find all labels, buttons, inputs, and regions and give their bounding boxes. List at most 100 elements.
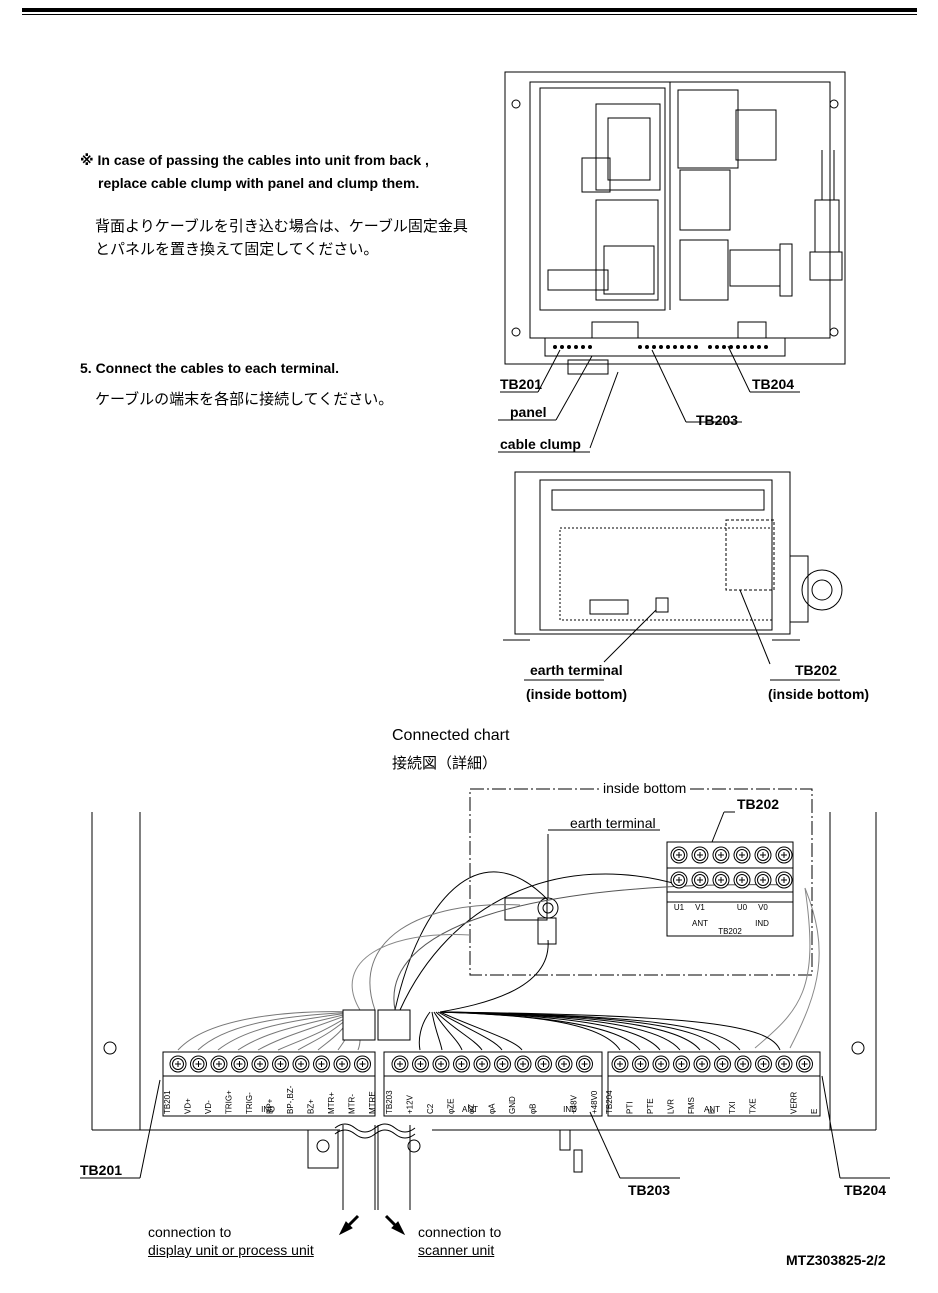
cable-arrows xyxy=(338,1214,406,1236)
tb203-term-label: +12V xyxy=(406,1094,415,1114)
tb203-screw-ring xyxy=(476,1058,488,1070)
tb204-screw-ring xyxy=(634,1058,647,1070)
tb202-screw-bottom-ring xyxy=(736,874,748,886)
tb201-screw-ring xyxy=(254,1058,266,1070)
tb202-term-label: V0 xyxy=(758,903,768,912)
tb201-term-label: BP+ xyxy=(266,1098,275,1114)
tb203-screw-ring xyxy=(578,1058,591,1070)
unit-top-view xyxy=(504,71,846,375)
tb201-screw-ring xyxy=(192,1058,205,1070)
tb202-screw-bottom-ring xyxy=(673,874,685,886)
tb204-screw-ring xyxy=(696,1058,708,1070)
tb203-group-ant: ANT xyxy=(462,1105,478,1114)
label-tb202-chart: TB202 xyxy=(737,796,780,812)
tb202-screw-top-ring xyxy=(736,849,748,861)
label-tb203-top: TB203 xyxy=(696,412,739,428)
tb204-block xyxy=(607,1051,821,1117)
tb204-screw-ring xyxy=(655,1058,667,1070)
tb202-screw-top-ring xyxy=(673,849,685,861)
tb202-screw-bottom-ring xyxy=(694,874,706,886)
tb201-screw-ring xyxy=(315,1058,328,1070)
tb202-screw-bottom-ring xyxy=(757,874,769,886)
tb201-block xyxy=(162,1051,376,1117)
tb203-term-label: +48V0 xyxy=(590,1090,599,1114)
tb202-group-ind: IND xyxy=(755,919,769,928)
label-inside-bottom: inside bottom xyxy=(600,780,690,796)
tb204-term-label: LVR xyxy=(667,1099,676,1114)
tb203-screw-ring xyxy=(455,1058,468,1070)
tb203-screw-ring xyxy=(394,1058,406,1070)
tb204-screw-ring xyxy=(737,1058,749,1070)
tb202-screw-top-ring xyxy=(757,849,769,861)
note-en-line2: replace cable clump with panel and clump… xyxy=(98,175,420,191)
label-tb202-bottom: TB202 xyxy=(795,662,838,678)
tb204-term-label: PTE xyxy=(646,1098,655,1114)
tb204-term-label: FMS xyxy=(687,1097,696,1114)
header-rule-thin xyxy=(22,14,917,15)
label-conn-display-1: connection to xyxy=(148,1224,232,1240)
label-conn-scanner-1: connection to xyxy=(418,1224,502,1240)
tb201-term-label: MTR+ xyxy=(327,1092,336,1114)
tb202-screw-bottom-ring xyxy=(778,874,790,886)
tb202-group-ant: ANT xyxy=(692,919,708,928)
label-conn-scanner-2: scanner unit xyxy=(418,1242,495,1258)
label-tb204-chart: TB204 xyxy=(844,1182,887,1198)
label-panel: panel xyxy=(510,404,547,420)
label-earth-inside-bottom: (inside bottom) xyxy=(526,686,628,702)
tb201-screw-ring xyxy=(213,1058,225,1070)
label-tb204-top: TB204 xyxy=(752,376,795,392)
tb202-term-label: U0 xyxy=(737,903,748,912)
tb204-term-label: E xyxy=(810,1109,819,1114)
tb203-screw-ring xyxy=(537,1058,550,1070)
tb203-term-label: φB xyxy=(529,1103,538,1114)
label-tb202-inside-bottom: (inside bottom) xyxy=(768,686,870,702)
unit-bottom-view xyxy=(503,471,843,681)
earth-lug xyxy=(504,834,559,945)
tb203-term-label: C2 xyxy=(426,1103,435,1114)
tb202-screw-top-ring xyxy=(694,849,706,861)
chart-title-jp: 接続図（詳細） xyxy=(392,754,498,772)
tb201-term-label: TRIG- xyxy=(245,1092,254,1114)
chart-leaders xyxy=(80,811,890,1179)
tb203-term-label: TB203 xyxy=(385,1090,394,1114)
tb201-screw-ring xyxy=(233,1058,246,1070)
tb201-screw-ring xyxy=(295,1058,307,1070)
header-rule xyxy=(22,8,917,12)
tb202-group-name: TB202 xyxy=(718,927,742,936)
tb201-term-label: VD+ xyxy=(184,1098,193,1114)
top-leaders xyxy=(498,345,800,453)
tb201-screw-ring xyxy=(172,1058,184,1070)
tb201-group-label: IND xyxy=(261,1105,275,1114)
top-terminal-row xyxy=(553,345,768,349)
chart-title-en: Connected chart xyxy=(392,727,510,744)
tb204-screw-ring xyxy=(778,1058,790,1070)
doc-number: MTZ303825-2/2 xyxy=(786,1252,886,1268)
tb201-term-label: VD- xyxy=(204,1100,213,1114)
tb201-screw-ring xyxy=(274,1058,287,1070)
tb203-term-label: φA xyxy=(488,1103,497,1114)
label-cable-clump: cable clump xyxy=(500,436,581,452)
note-jp-line1: 背面よりケーブルを引き込む場合は、ケーブル固定金具 xyxy=(95,217,468,235)
tb202-screw-bottom-ring xyxy=(715,874,727,886)
tb204-term-label: VERR xyxy=(790,1092,799,1114)
tb203-term-label: GND xyxy=(508,1096,517,1114)
tb204-term-label: E xyxy=(708,1109,717,1114)
note-en-line1: ※ In case of passing the cables into uni… xyxy=(80,152,429,168)
label-conn-display-2: display unit or process unit xyxy=(148,1242,314,1258)
tb203-screw-ring xyxy=(496,1058,509,1070)
tb203-screw-ring xyxy=(517,1058,529,1070)
tb202-screw-top-ring xyxy=(715,849,727,861)
tb202-block xyxy=(666,841,794,937)
tb201-term-label: TRIG+ xyxy=(225,1090,234,1114)
tb201-term-label: BZ+ xyxy=(307,1099,316,1114)
tb203-screw-ring xyxy=(414,1058,427,1070)
tb204-screw-ring xyxy=(675,1058,688,1070)
tb203-term-label: φZE xyxy=(447,1099,456,1114)
step5-en: 5. Connect the cables to each terminal. xyxy=(80,360,340,376)
tb204-term-label: PTI xyxy=(626,1102,635,1114)
cable-bundles xyxy=(307,1009,583,1210)
terminal-screws xyxy=(169,846,813,1073)
